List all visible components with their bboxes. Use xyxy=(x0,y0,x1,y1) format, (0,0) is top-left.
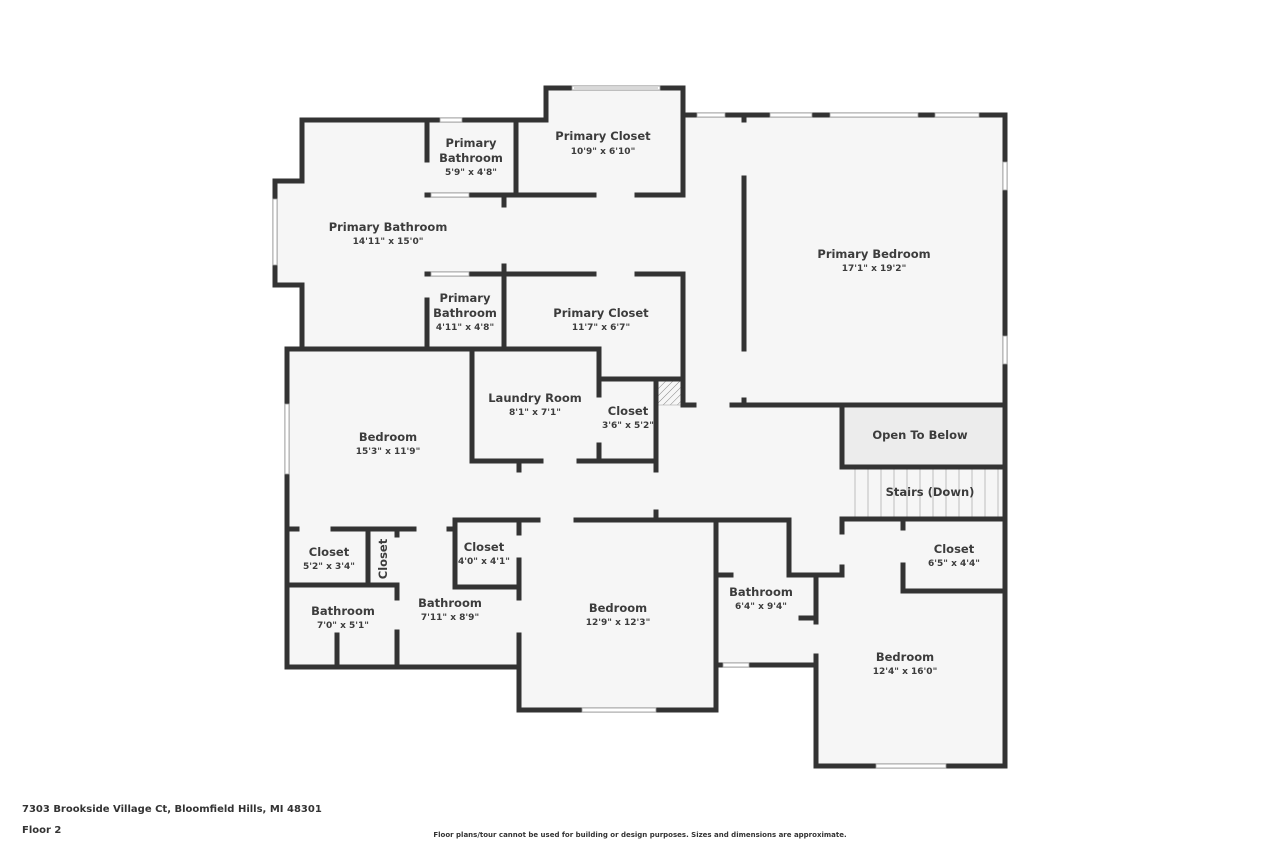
windows xyxy=(272,85,1008,769)
property-address: 7303 Brookside Village Ct, Bloomfield Hi… xyxy=(22,804,322,815)
room-labels: Primary Bathroom 5'9" x 4'8" Primary Clo… xyxy=(303,129,980,677)
svg-text:7'0" x 5'1": 7'0" x 5'1" xyxy=(317,621,369,631)
room-primary-bathroom-small-bottom: Primary Bathroom 4'11" x 4'8" xyxy=(433,291,497,333)
room-bedroom-right: Bedroom 12'4" x 16'0" xyxy=(873,650,938,677)
window xyxy=(272,198,278,266)
room-primary-bathroom: Primary Bathroom 14'11" x 15'0" xyxy=(329,220,448,247)
window xyxy=(934,112,980,118)
svg-text:Bedroom: Bedroom xyxy=(876,650,934,664)
room-laundry: Laundry Room 8'1" x 7'1" xyxy=(488,391,582,418)
svg-text:Closet: Closet xyxy=(934,542,975,556)
room-closet-small-left: Closet 5'2" x 3'4" xyxy=(303,545,355,572)
hatched-shaft xyxy=(658,381,682,405)
room-bedroom-middle: Bedroom 12'9" x 12'3" xyxy=(586,601,651,628)
window xyxy=(284,403,290,475)
room-primary-bathroom-small-top: Primary Bathroom 5'9" x 4'8" xyxy=(439,136,503,178)
window xyxy=(1002,335,1008,365)
window xyxy=(1002,161,1008,191)
window xyxy=(696,112,726,118)
svg-text:Primary Closet: Primary Closet xyxy=(553,306,649,320)
svg-text:5'9" x 4'8": 5'9" x 4'8" xyxy=(445,168,497,178)
floor-fills xyxy=(275,88,1005,766)
stairs-area xyxy=(842,467,1004,519)
svg-text:12'9" x 12'3": 12'9" x 12'3" xyxy=(586,618,651,628)
svg-text:Stairs (Down): Stairs (Down) xyxy=(886,485,975,499)
svg-text:Bedroom: Bedroom xyxy=(589,601,647,615)
svg-text:12'4" x 16'0": 12'4" x 16'0" xyxy=(873,667,938,677)
svg-text:4'11" x 4'8": 4'11" x 4'8" xyxy=(436,323,494,333)
room-open-to-below: Open To Below xyxy=(872,428,968,442)
room-bathroom-mid: Bathroom 7'11" x 8'9" xyxy=(418,596,482,623)
svg-text:7'11" x 8'9": 7'11" x 8'9" xyxy=(421,613,479,623)
svg-text:Bedroom: Bedroom xyxy=(359,430,417,444)
floor-label: Floor 2 xyxy=(22,825,62,836)
svg-text:11'7" x 6'7": 11'7" x 6'7" xyxy=(572,323,630,333)
window xyxy=(875,763,947,769)
svg-text:17'1" x 19'2": 17'1" x 19'2" xyxy=(842,264,907,274)
window xyxy=(430,271,470,277)
room-bathroom-small: Bathroom 7'0" x 5'1" xyxy=(311,604,375,631)
svg-text:4'0" x 4'1": 4'0" x 4'1" xyxy=(458,557,510,567)
svg-text:10'9" x 6'10": 10'9" x 6'10" xyxy=(571,147,636,157)
disclaimer: Floor plans/tour cannot be used for buil… xyxy=(433,831,847,839)
room-closet-mid: Closet 4'0" x 4'1" xyxy=(458,540,510,567)
svg-text:Bathroom: Bathroom xyxy=(418,596,482,610)
svg-text:15'3" x 11'9": 15'3" x 11'9" xyxy=(356,447,421,457)
window xyxy=(769,112,813,118)
room-primary-bedroom: Primary Bedroom 17'1" x 19'2" xyxy=(817,247,930,274)
room-primary-closet-bottom: Primary Closet 11'7" x 6'7" xyxy=(553,306,649,333)
room-closet-right: Closet 6'5" x 4'4" xyxy=(928,542,980,569)
room-primary-closet-top: Primary Closet 10'9" x 6'10" xyxy=(555,129,651,157)
svg-text:8'1" x 7'1": 8'1" x 7'1" xyxy=(509,408,561,418)
window xyxy=(439,117,463,123)
svg-text:Closet: Closet xyxy=(309,545,350,559)
window xyxy=(430,192,470,198)
svg-text:6'5" x 4'4": 6'5" x 4'4" xyxy=(928,559,980,569)
window xyxy=(829,112,919,118)
svg-text:Closet: Closet xyxy=(608,404,649,418)
svg-text:Primary: Primary xyxy=(446,136,497,150)
stair-treads xyxy=(854,469,999,518)
svg-text:Bathroom: Bathroom xyxy=(729,585,793,599)
svg-text:Bathroom: Bathroom xyxy=(433,306,497,320)
room-bathroom-right: Bathroom 6'4" x 9'4" xyxy=(729,585,793,612)
svg-text:5'2" x 3'4": 5'2" x 3'4" xyxy=(303,562,355,572)
open-to-below-area xyxy=(842,408,1004,465)
svg-text:Closet: Closet xyxy=(376,538,390,579)
svg-text:Primary Bedroom: Primary Bedroom xyxy=(817,247,930,261)
room-stairs-down: Stairs (Down) xyxy=(886,485,975,499)
svg-text:14'11" x 15'0": 14'11" x 15'0" xyxy=(353,237,424,247)
svg-text:Closet: Closet xyxy=(464,540,505,554)
room-closet-laundry: Closet 3'6" x 5'2" xyxy=(602,404,654,431)
svg-text:Primary Closet: Primary Closet xyxy=(555,129,651,143)
svg-text:Primary: Primary xyxy=(440,291,491,305)
svg-text:Bathroom: Bathroom xyxy=(439,151,503,165)
svg-text:3'6" x 5'2": 3'6" x 5'2" xyxy=(602,421,654,431)
window xyxy=(722,662,750,668)
svg-text:Laundry Room: Laundry Room xyxy=(488,391,582,405)
window xyxy=(581,707,657,713)
svg-text:Primary Bathroom: Primary Bathroom xyxy=(329,220,448,234)
svg-text:Open To Below: Open To Below xyxy=(872,428,968,442)
room-bedroom-left: Bedroom 15'3" x 11'9" xyxy=(356,430,421,457)
svg-text:Bathroom: Bathroom xyxy=(311,604,375,618)
svg-text:6'4" x 9'4": 6'4" x 9'4" xyxy=(735,602,787,612)
room-closet-vertical: Closet xyxy=(376,538,390,579)
